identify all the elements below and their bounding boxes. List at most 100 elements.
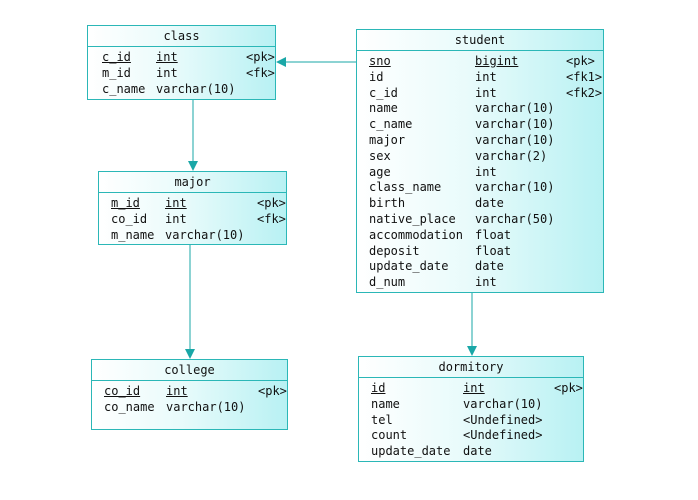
attribute-row: co_name varchar(10) — [98, 400, 281, 416]
attribute-name: m_name — [111, 227, 155, 242]
attribute-row: c_id int <pk> — [94, 50, 275, 66]
attribute-name: co_id — [111, 211, 148, 226]
attribute-name: deposit — [369, 243, 420, 258]
attribute-row: age int — [363, 165, 597, 181]
attribute-type: int — [156, 50, 178, 64]
attribute-name: accommodation — [369, 227, 463, 242]
attribute-type: <Undefined> — [463, 412, 543, 427]
attribute-row: id int <pk> — [365, 381, 583, 397]
attribute-row: tel <Undefined> — [365, 413, 577, 429]
entity-title: college — [92, 360, 287, 381]
attribute-name: update_date — [371, 444, 451, 459]
attribute-name: d_num — [369, 275, 406, 290]
attribute-row: c_id int <fk2> — [363, 85, 602, 102]
attribute-row: m_name varchar(10) — [105, 228, 280, 244]
attribute-row: name varchar(10) — [365, 397, 577, 413]
attribute-type: int — [165, 211, 187, 226]
attribute-key: <pk> — [257, 196, 286, 210]
attribute-name: id — [369, 69, 384, 84]
attribute-row: m_id int <pk> — [105, 196, 286, 212]
entity-dormitory[interactable]: dormitory id int <pk> name varchar(10) tel <Un… — [358, 356, 584, 462]
attribute-key: <fk> — [246, 65, 275, 80]
attribute-type: varchar(50) — [475, 211, 555, 226]
attribute-name: m_id — [111, 196, 140, 210]
attribute-type: date — [475, 196, 504, 211]
attribute-type: int — [463, 381, 485, 395]
attribute-key: <pk> — [258, 384, 287, 398]
attribute-name: c_name — [369, 117, 413, 132]
attribute-row: update_date date — [363, 259, 597, 275]
attribute-type: date — [475, 259, 504, 274]
attribute-key: <pk> — [246, 50, 275, 64]
attribute-type: int — [475, 85, 497, 100]
attribute-row: native_place varchar(50) — [363, 212, 597, 228]
attribute-name: tel — [371, 412, 393, 427]
attribute-name: native_place — [369, 211, 456, 226]
attribute-type: <Undefined> — [463, 428, 543, 443]
attribute-type: varchar(10) — [165, 227, 245, 242]
attribute-row: m_id int <fk> — [94, 65, 275, 82]
attribute-key: <fk> — [257, 211, 286, 226]
attribute-type: varchar(2) — [475, 148, 548, 163]
attribute-name: c_name — [102, 81, 146, 96]
attribute-type: varchar(10) — [475, 101, 555, 116]
attribute-key: <pk> — [554, 381, 583, 395]
attribute-name: birth — [369, 196, 406, 211]
attribute-name: co_id — [104, 384, 141, 398]
attribute-row: update_date date — [365, 444, 577, 460]
attribute-row: count<Undefined> — [365, 428, 577, 444]
attribute-type: varchar(10) — [166, 399, 246, 414]
attribute-row: sex varchar(2) — [363, 149, 597, 165]
attribute-type: int — [165, 196, 187, 210]
attribute-type: int — [166, 384, 188, 398]
entity-college[interactable]: college co_id int <pk> co_name varchar(10) — [91, 359, 288, 430]
attribute-row: co_id int <fk> — [105, 211, 286, 228]
attribute-row: co_id int <pk> — [98, 384, 287, 400]
entity-title: dormitory — [359, 357, 583, 378]
attribute-key: <fk1> — [566, 69, 603, 84]
attribute-row: class_name varchar(10) — [363, 180, 597, 196]
attribute-name: c_id — [369, 85, 398, 100]
attribute-type: bigint — [475, 54, 519, 68]
attribute-name: update_date — [369, 259, 449, 274]
attribute-type: varchar(10) — [475, 117, 555, 132]
attribute-name: c_id — [102, 50, 131, 64]
attribute-row: major varchar(10) — [363, 133, 597, 149]
attribute-name: sex — [369, 148, 391, 163]
attribute-key: <fk2> — [566, 85, 603, 100]
attribute-name: id — [371, 381, 386, 395]
attribute-row: sno bigint <pk> — [363, 54, 597, 70]
attribute-type: date — [463, 444, 492, 459]
attribute-row: accommodation float — [363, 228, 597, 244]
attribute-type: int — [475, 275, 497, 290]
attribute-name: m_id — [102, 65, 131, 80]
attribute-type: int — [156, 65, 178, 80]
attribute-name: major — [369, 132, 406, 147]
entity-title: class — [88, 26, 275, 47]
attribute-type: varchar(10) — [475, 132, 555, 147]
attribute-row: c_name varchar(10) — [363, 117, 597, 133]
attribute-type: int — [475, 69, 497, 84]
attribute-type: varchar(10) — [463, 396, 543, 411]
attribute-type: float — [475, 227, 512, 242]
attribute-row: d_num int — [363, 275, 597, 291]
attribute-row: c_name varchar(10) — [94, 82, 269, 98]
attribute-name: class_name — [369, 180, 442, 195]
attribute-type: int — [475, 164, 497, 179]
attribute-type: float — [475, 243, 512, 258]
entity-title: student — [357, 30, 603, 51]
attribute-name: age — [369, 164, 391, 179]
entity-title: major — [99, 172, 286, 193]
attribute-row: birth date — [363, 196, 597, 212]
attribute-name: co_name — [104, 399, 155, 414]
attribute-type: varchar(10) — [475, 180, 555, 195]
attribute-name: sno — [369, 54, 391, 68]
attribute-type: varchar(10) — [156, 81, 236, 96]
attribute-name: name — [371, 396, 400, 411]
attribute-key: <pk> — [566, 54, 595, 68]
